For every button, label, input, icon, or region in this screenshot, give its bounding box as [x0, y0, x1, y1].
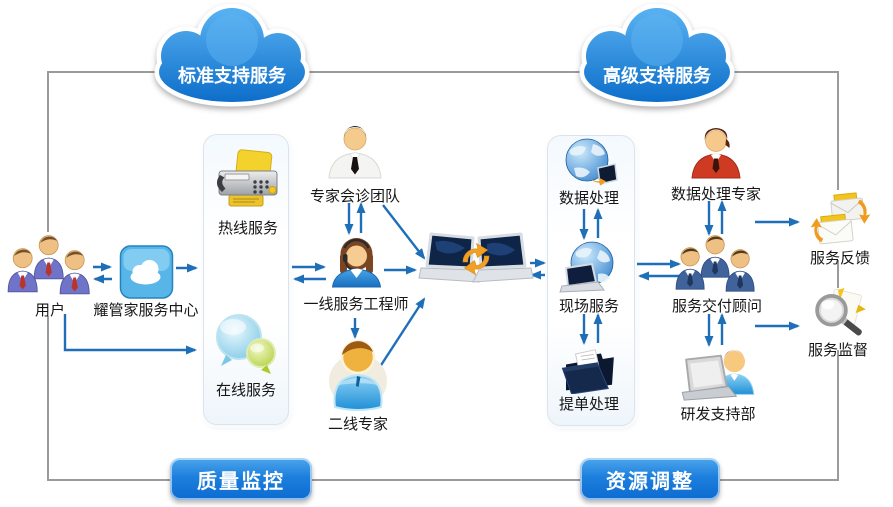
node-frontline-engineer: 一线服务工程师 — [303, 234, 409, 313]
node-second-line-expert-label: 二线专家 — [327, 416, 388, 433]
node-rd-support: 研发支持部 — [679, 348, 757, 423]
node-online-service-label: 在线服务 — [215, 382, 276, 399]
red-suit-expert-icon — [691, 128, 741, 179]
node-online-service: 在线服务 — [211, 308, 281, 399]
node-delivery-consultant-label: 服务交付顾问 — [671, 298, 763, 315]
mail-exchange-icon — [810, 192, 871, 245]
node-service-feedback-label: 服务反馈 — [809, 250, 870, 267]
node-exchange-hub — [417, 230, 535, 298]
node-hotline: 热线服务 — [213, 146, 283, 237]
fax-machine-icon — [216, 149, 278, 207]
standard-support-cloud: 标准支持服务 — [154, 4, 310, 107]
laptop-user-icon — [681, 350, 755, 401]
standard-support-cloud-label: 标准支持服务 — [177, 65, 287, 86]
node-data-expert: 数据处理专家 — [671, 124, 761, 203]
arrows — [63, 200, 800, 377]
node-ticket-processing-label: 提单处理 — [558, 396, 619, 413]
globe-laptop-icon — [559, 241, 614, 293]
node-frontline-engineer-label: 一线服务工程师 — [303, 296, 409, 313]
folder-icon — [561, 349, 614, 394]
magnifier-icon — [815, 288, 866, 336]
node-service-supervision: 服务监督 — [808, 288, 868, 359]
node-data-expert-label: 数据处理专家 — [670, 186, 762, 203]
users-group-icon — [7, 235, 90, 295]
node-delivery-consultant: 服务交付顾问 — [672, 234, 762, 315]
node-second-line-expert: 二线专家 — [323, 334, 393, 433]
node-hotline-label: 热线服务 — [217, 220, 278, 237]
node-expert-team-label: 专家会诊团队 — [309, 188, 401, 205]
node-ticket-processing: 提单处理 — [558, 348, 620, 413]
resource-adjust-tag-label: 资源调整 — [606, 470, 694, 493]
blue-avatar-icon — [329, 339, 387, 411]
cloud-app-icon — [119, 245, 173, 299]
quality-monitor-tag-label: 质量监控 — [197, 470, 285, 493]
node-service-feedback: 服务反馈 — [807, 192, 873, 267]
node-service-supervision-label: 服务监督 — [807, 342, 869, 359]
node-expert-team: 专家会诊团队 — [310, 120, 400, 205]
arrow-secondline-to-hub — [372, 297, 426, 377]
node-rd-support-label: 研发支持部 — [680, 406, 756, 423]
headset-agent-icon — [331, 238, 381, 288]
resource-adjust-tag: 资源调整 — [580, 458, 720, 500]
laptops-sync-icon — [418, 232, 534, 283]
node-data-processing: 数据处理 — [559, 136, 619, 207]
arrow-users-to-online — [63, 314, 197, 355]
arrow-team-to-hub — [382, 204, 426, 260]
chat-bubbles-icon — [216, 314, 276, 374]
team-blue-icon — [675, 235, 755, 292]
node-users-label: 用户 — [34, 302, 65, 319]
node-data-processing-label: 数据处理 — [558, 190, 620, 207]
node-onsite-service: 现场服务 — [558, 240, 620, 315]
node-service-center-label: 耀管家服务中心 — [93, 302, 199, 319]
quality-monitor-tag: 质量监控 — [170, 458, 312, 500]
businessman-icon — [328, 126, 382, 179]
node-onsite-service-label: 现场服务 — [558, 298, 619, 315]
node-service-center: 耀管家服务中心 — [93, 244, 199, 319]
advanced-support-cloud: 高级支持服务 — [579, 4, 735, 107]
globe-icon — [565, 138, 618, 186]
advanced-support-cloud-label: 高级支持服务 — [603, 65, 712, 86]
node-users: 用户 — [7, 234, 93, 319]
